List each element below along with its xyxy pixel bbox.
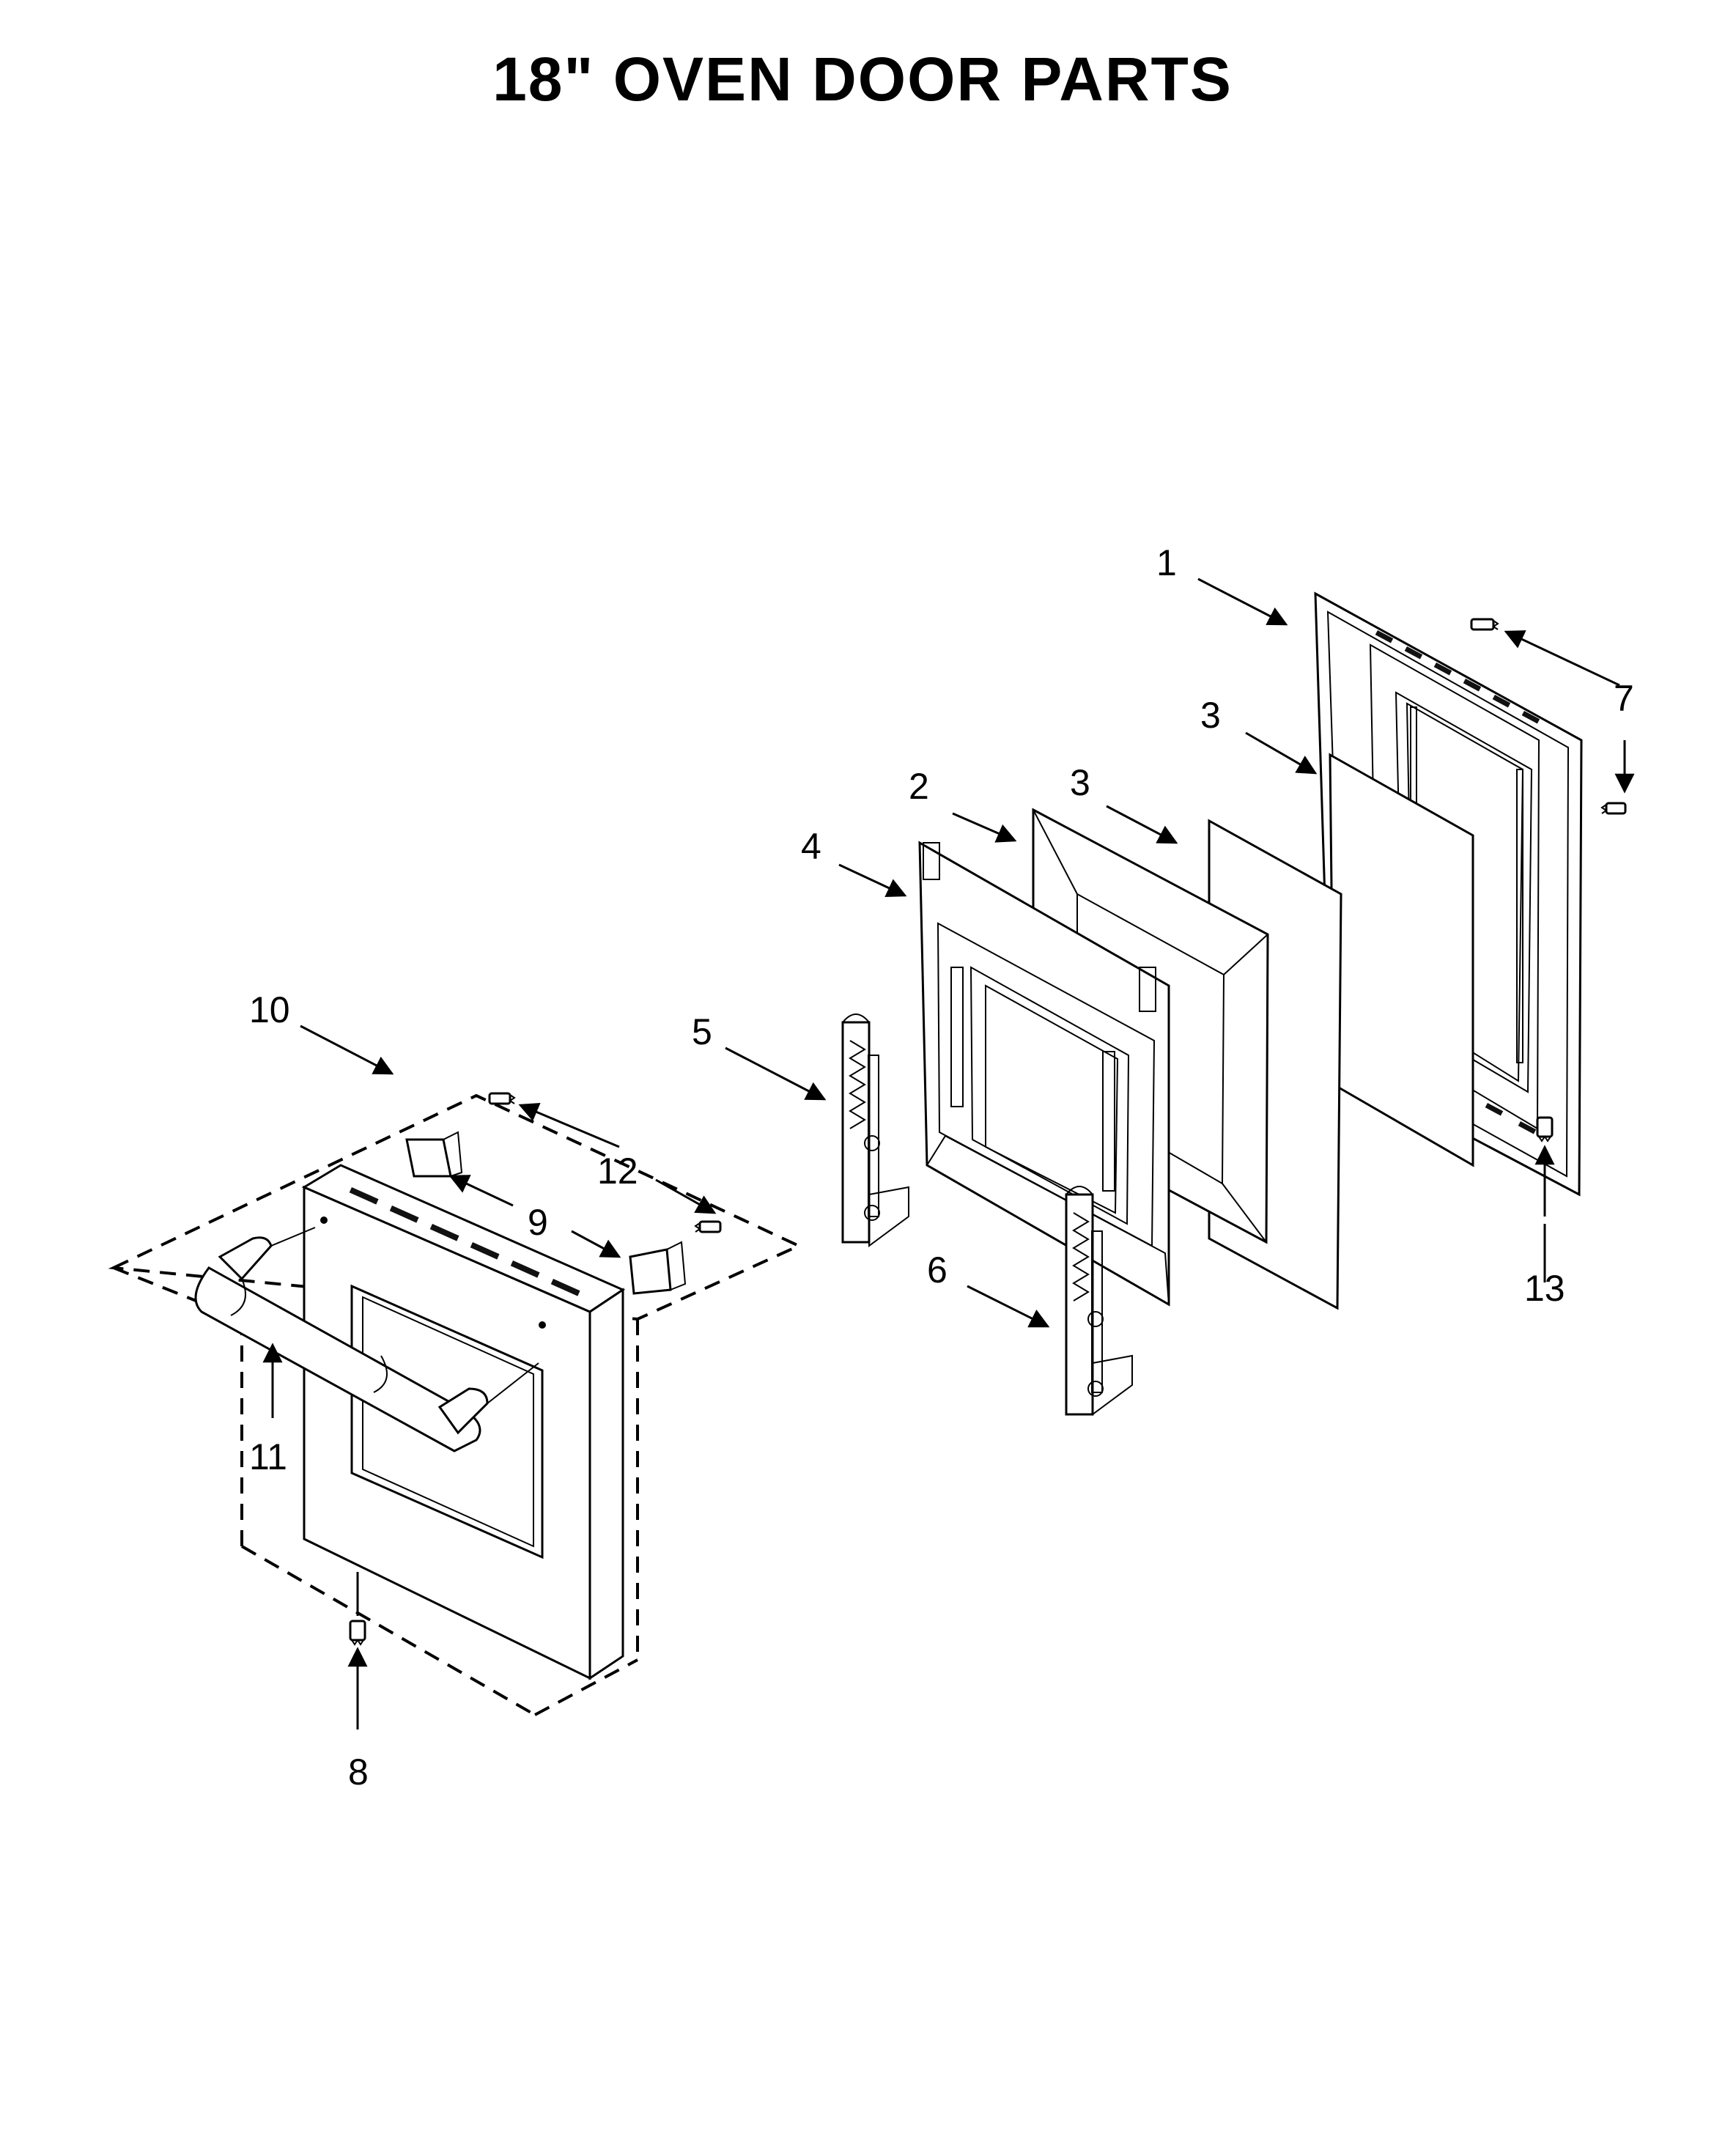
- callout-4: 4: [801, 826, 821, 867]
- screw-icon: [1470, 618, 1499, 631]
- part-inner-door-frame: [918, 841, 1170, 1307]
- callout-1: 1: [1156, 542, 1177, 583]
- callout-13: 13: [1524, 1268, 1565, 1309]
- liner-vent-slots-top: [1375, 630, 1540, 724]
- diagram-title: 18" OVEN DOOR PARTS: [492, 45, 1233, 114]
- callout-10: 10: [249, 989, 290, 1030]
- part-hinge-left: [841, 1014, 909, 1247]
- callout-3b: 3: [1200, 695, 1221, 736]
- door-vent-slots: [349, 1187, 580, 1296]
- callout-5: 5: [692, 1011, 712, 1052]
- part-handle-bracket-left: [405, 1131, 463, 1178]
- callout-9: 9: [528, 1202, 548, 1243]
- callout-8: 8: [348, 1751, 369, 1793]
- part-hinge-right: [1065, 1186, 1133, 1416]
- screw-icon: [1600, 802, 1627, 815]
- callout-7: 7: [1614, 678, 1634, 719]
- callout-3a: 3: [1070, 762, 1090, 803]
- callout-11: 11: [249, 1436, 287, 1477]
- part-handle-bracket-right: [629, 1241, 687, 1295]
- screw-icon: [694, 1220, 722, 1233]
- callout-2: 2: [909, 766, 929, 807]
- callout-6: 6: [927, 1249, 948, 1291]
- screw-icon: [1536, 1116, 1554, 1142]
- callout-12: 12: [597, 1151, 638, 1192]
- screw-icon: [349, 1620, 366, 1646]
- part-door-handle: [194, 1227, 539, 1452]
- leader-arrows: [262, 577, 1635, 1729]
- screw-icon: [488, 1092, 516, 1105]
